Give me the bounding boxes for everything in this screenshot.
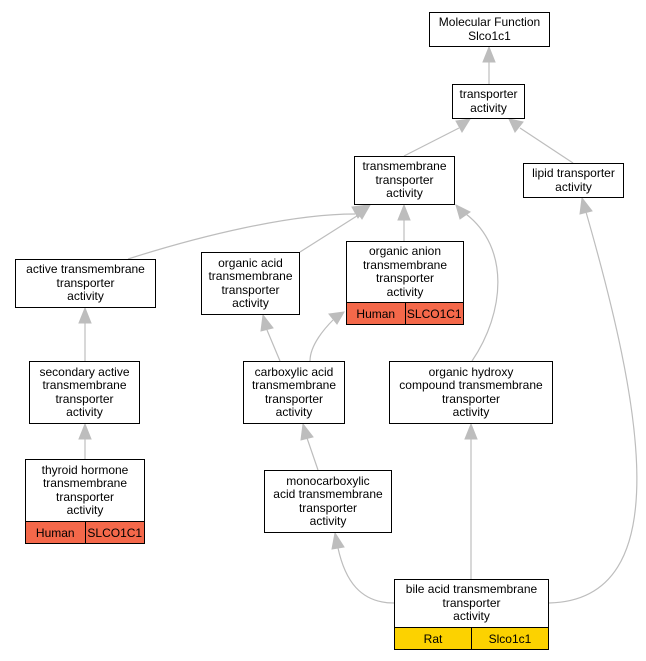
node-label: bile acid transmembrane transporter acti… (405, 582, 538, 624)
node-carboxylic-acid-transmembrane-transporter-activity[interactable]: carboxylic acid transmembrane transporte… (243, 361, 345, 424)
edge-satt-atta (78, 306, 92, 361)
node-organic-acid-transmembrane-transporter-activity[interactable]: organic acid transmembrane transporter a… (201, 252, 300, 315)
node-thyroid-hormone-transmembrane-transporter-activity[interactable]: thyroid hormone transmembrane transporte… (25, 459, 145, 544)
edge-batt-mctt (331, 531, 395, 604)
species-badge: Human (347, 303, 405, 324)
edge-arrowhead (328, 311, 345, 325)
edge-arrowhead (455, 204, 471, 220)
edge-ta-mf (482, 45, 496, 84)
edge-arrowhead (260, 313, 274, 332)
node-transporter-activity[interactable]: transporter activity (452, 84, 525, 119)
species-badge: Human (26, 522, 85, 543)
node-label: transporter activity (459, 87, 518, 115)
edge-line (403, 127, 460, 157)
edge-oant-tta (397, 203, 411, 241)
edge-batt-lta (548, 196, 638, 604)
node-label: organic acid transmembrane transporter a… (208, 255, 293, 310)
annotation-row: Human SLCO1C1 (26, 521, 144, 543)
node-label: active transmembrane transporter activit… (26, 262, 145, 304)
edge-arrowhead (78, 306, 92, 324)
node-label: thyroid hormone transmembrane transporte… (41, 462, 129, 517)
gene-badge: SLCO1C1 (404, 303, 463, 324)
annotation-row: Rat Slco1c1 (395, 627, 548, 649)
node-monocarboxylic-acid-transmembrane-transporter-activity[interactable]: monocarboxylic acid transmembrane transp… (264, 470, 392, 533)
edge-line (127, 213, 356, 260)
edge-arrowhead (464, 422, 478, 440)
node-label: monocarboxylic acid transmembrane transp… (273, 473, 383, 528)
node-active-transmembrane-transporter-activity[interactable]: active transmembrane transporter activit… (15, 259, 156, 308)
edge-arrowhead (482, 45, 496, 63)
edge-arrowhead (331, 531, 345, 550)
node-organic-anion-transmembrane-transporter-activity[interactable]: organic anion transmembrane transporter … (346, 241, 464, 325)
node-secondary-active-transmembrane-transporter-activity[interactable]: secondary active transmembrane transport… (29, 361, 140, 424)
node-label: organic hydroxy compound transmembrane t… (399, 364, 543, 419)
node-label: Molecular Function Slco1c1 (438, 15, 541, 43)
edge-arrowhead (354, 204, 372, 220)
node-label: carboxylic acid transmembrane transporte… (251, 364, 337, 419)
edge-arrowhead (397, 203, 411, 221)
edge-catt-oant (309, 311, 345, 362)
edge-line (299, 213, 361, 253)
species-badge: Rat (395, 628, 471, 649)
edge-thtt-satt (78, 422, 92, 459)
edge-oatt-tta (299, 204, 372, 253)
node-label: secondary active transmembrane transport… (39, 364, 130, 419)
edge-line (266, 329, 281, 362)
node-label: transmembrane transporter activity (362, 159, 447, 201)
node-organic-hydroxy-compound-transmembrane-transporter-activity[interactable]: organic hydroxy compound transmembrane t… (389, 361, 553, 424)
edge-line (548, 211, 638, 604)
gene-badge: Slco1c1 (471, 628, 548, 649)
node-label: lipid transporter activity (532, 166, 615, 194)
edge-line (309, 319, 334, 362)
annotation-row: Human SLCO1C1 (347, 302, 463, 324)
edge-batt-ohct (464, 422, 478, 579)
edge-arrowhead (579, 196, 593, 215)
edge-tta-ta (403, 118, 471, 157)
node-bile-acid-transmembrane-transporter-activity[interactable]: bile acid transmembrane transporter acti… (394, 579, 549, 650)
edge-arrowhead (78, 422, 92, 440)
edge-line (337, 547, 395, 604)
edge-line (465, 213, 499, 362)
edge-arrowhead (300, 422, 314, 441)
edge-line (306, 437, 319, 471)
edge-catt-oatt (260, 313, 281, 362)
edge-mctt-catt (300, 422, 319, 471)
edge-ohct-tta (455, 204, 499, 362)
node-molecular-function[interactable]: Molecular Function Slco1c1 (429, 12, 550, 47)
edge-lta-ta (508, 118, 574, 164)
node-lipid-transporter-activity[interactable]: lipid transporter activity (523, 163, 624, 198)
edge-arrowhead (508, 118, 524, 133)
edge-line (519, 127, 574, 164)
node-transmembrane-transporter-activity[interactable]: transmembrane transporter activity (354, 156, 455, 205)
edge-arrowhead (455, 118, 471, 133)
node-label: organic anion transmembrane transporter … (362, 244, 448, 299)
gene-badge: SLCO1C1 (84, 522, 144, 543)
